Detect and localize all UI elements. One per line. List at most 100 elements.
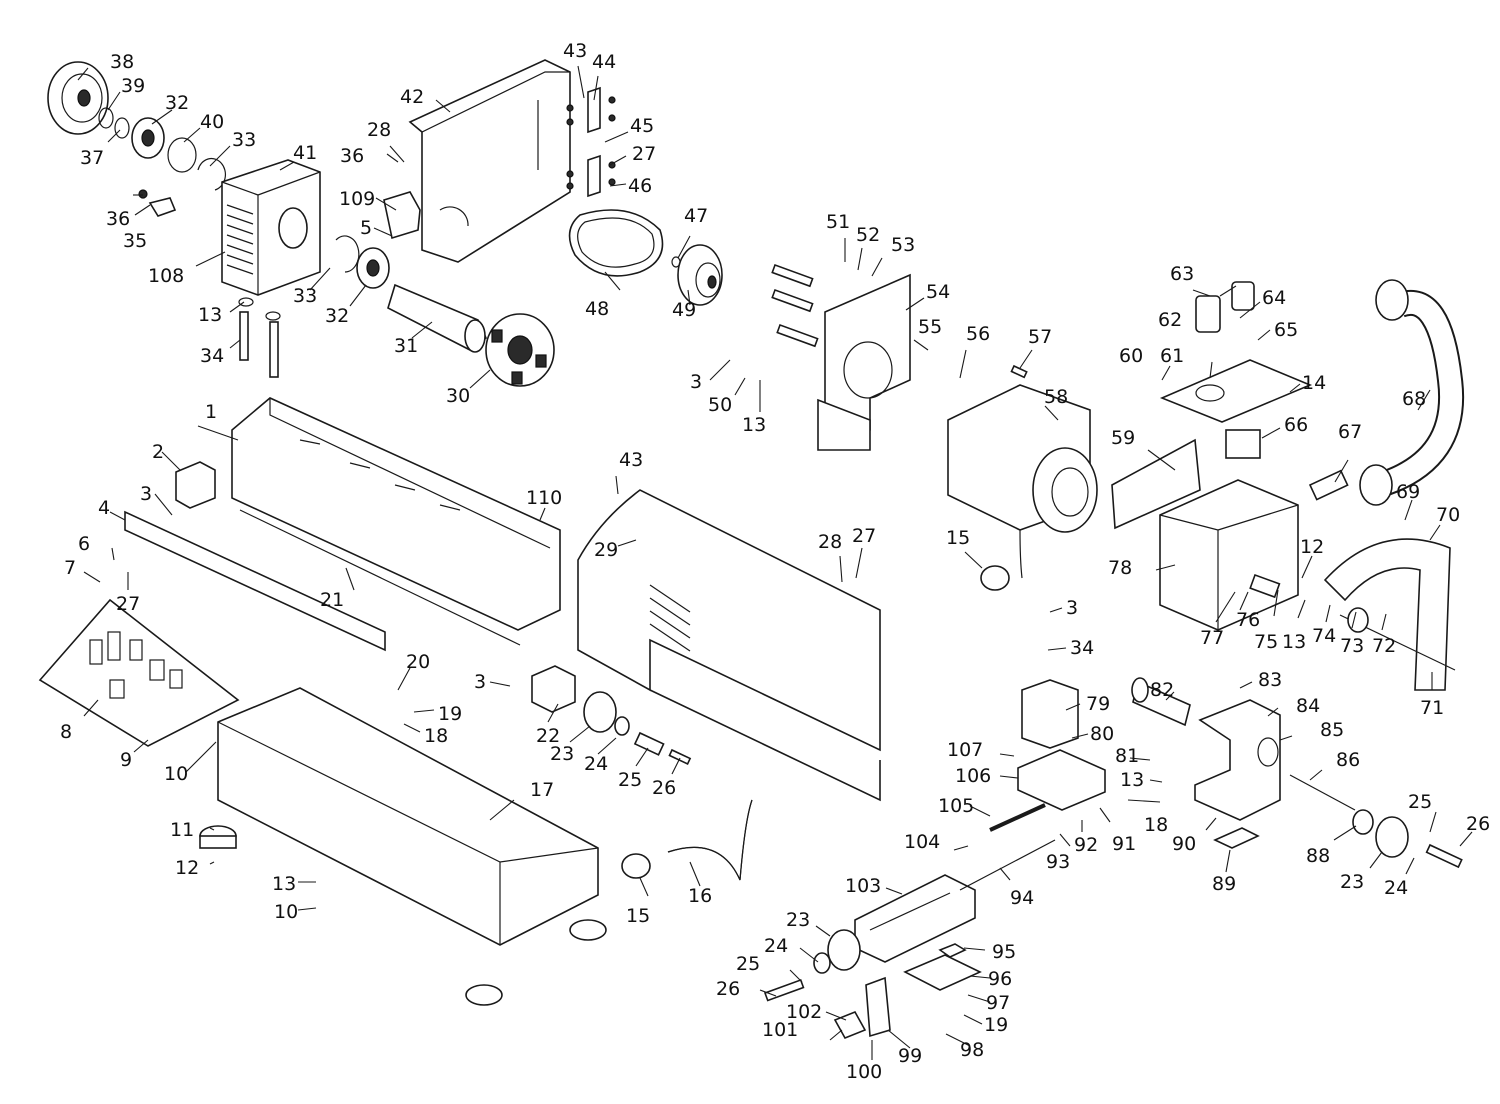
callout-100: 100	[846, 1061, 882, 1083]
motor-pulley-49	[677, 244, 723, 306]
callout-31: 31	[394, 335, 418, 357]
callout-7: 7	[64, 557, 76, 579]
power-cord-16	[667, 799, 753, 881]
drive-pulley-38	[47, 61, 109, 135]
callout-23a: 23	[550, 743, 574, 765]
callout-34a: 34	[200, 345, 224, 367]
circlip-33-rear	[335, 235, 360, 273]
callout-65: 65	[1274, 319, 1298, 341]
callout-84: 84	[1296, 695, 1320, 717]
callout-labels: 38 39 37 32 40 33 41 36 35 108 13 34 33 …	[60, 40, 1490, 1083]
callout-44: 44	[592, 51, 616, 73]
callout-59: 59	[1111, 427, 1135, 449]
flex-conduit-68	[1359, 279, 1465, 506]
callout-81: 81	[1115, 745, 1139, 767]
callout-63: 63	[1170, 263, 1194, 285]
callout-26a: 26	[652, 777, 676, 799]
callout-3d: 3	[1066, 597, 1078, 619]
foot-right	[465, 919, 607, 1006]
callout-16: 16	[688, 885, 712, 907]
callout-28a: 28	[367, 119, 391, 141]
callout-61: 61	[1160, 345, 1184, 367]
callout-10b: 10	[274, 901, 298, 923]
callout-47: 47	[684, 205, 708, 227]
callout-38: 38	[110, 51, 134, 73]
callout-106: 106	[955, 765, 991, 787]
callout-50: 50	[708, 394, 732, 416]
callout-69: 69	[1396, 481, 1420, 503]
cover-plate-109	[383, 191, 421, 240]
callout-17: 17	[530, 779, 554, 801]
leader-lines	[77, 65, 1473, 1060]
callout-105: 105	[938, 795, 974, 817]
callout-13c: 13	[1282, 631, 1306, 653]
callout-48: 48	[585, 298, 609, 320]
callout-73: 73	[1340, 635, 1364, 657]
callout-32-front: 32	[165, 92, 189, 114]
callout-91: 91	[1112, 833, 1136, 855]
callout-57: 57	[1028, 326, 1052, 348]
callout-96: 96	[988, 968, 1012, 990]
callout-24b: 24	[764, 935, 788, 957]
callout-99: 99	[898, 1045, 922, 1067]
gib-105	[989, 803, 1046, 832]
callout-13a: 13	[198, 304, 222, 326]
callout-19a: 19	[438, 703, 462, 725]
chip-tray-17	[217, 687, 599, 946]
gasket-59	[1111, 438, 1201, 530]
callout-56: 56	[966, 323, 990, 345]
callout-27b: 27	[116, 593, 140, 615]
ram-82	[1131, 677, 1191, 727]
callout-108: 108	[148, 265, 184, 287]
set-screw-47	[671, 256, 681, 268]
callout-36-rear: 36	[340, 145, 364, 167]
compound-plate-96	[903, 954, 982, 991]
front-rail-4	[124, 510, 386, 652]
callout-66: 66	[1284, 414, 1308, 436]
shield-70	[1323, 538, 1451, 691]
control-panel-61	[1159, 359, 1313, 423]
callout-55: 55	[918, 316, 942, 338]
callout-75: 75	[1254, 631, 1278, 653]
callout-12b: 12	[1300, 536, 1324, 558]
callout-79: 79	[1086, 693, 1110, 715]
callout-10a: 10	[164, 763, 188, 785]
callout-45: 45	[630, 115, 654, 137]
callout-68: 68	[1402, 388, 1426, 410]
callout-42: 42	[400, 86, 424, 108]
callout-77: 77	[1200, 627, 1224, 649]
callout-3b: 3	[690, 371, 702, 393]
callout-107: 107	[947, 739, 983, 761]
bearing-32-rear	[356, 247, 390, 289]
callout-102: 102	[786, 1001, 822, 1023]
callout-22: 22	[536, 725, 560, 747]
callout-8: 8	[60, 721, 72, 743]
callout-24c: 24	[1384, 877, 1408, 899]
callout-62: 62	[1158, 309, 1182, 331]
callout-89: 89	[1212, 873, 1236, 895]
callout-29: 29	[594, 539, 618, 561]
foot-11	[199, 825, 237, 849]
callout-40: 40	[200, 111, 224, 133]
tailstock-screw-86	[1289, 774, 1356, 811]
nut-75	[1249, 573, 1281, 599]
callout-97: 97	[986, 992, 1010, 1014]
hinge-44	[566, 86, 616, 134]
leadscrew-bracket-22	[531, 665, 576, 713]
callout-54: 54	[926, 281, 950, 303]
callout-12a: 12	[175, 857, 199, 879]
switch-66	[1225, 429, 1261, 459]
callout-58: 58	[1044, 386, 1068, 408]
ring-37	[114, 117, 130, 139]
handwheel-center	[583, 691, 692, 765]
callout-110: 110	[526, 487, 562, 509]
leadscrew-21	[239, 509, 521, 646]
callout-93: 93	[1046, 851, 1070, 873]
callout-13e: 13	[272, 873, 296, 895]
callout-3c: 3	[474, 671, 486, 693]
callout-20: 20	[406, 651, 430, 673]
callout-26b: 26	[716, 978, 740, 1000]
callout-76: 76	[1236, 609, 1260, 631]
callout-53: 53	[891, 234, 915, 256]
